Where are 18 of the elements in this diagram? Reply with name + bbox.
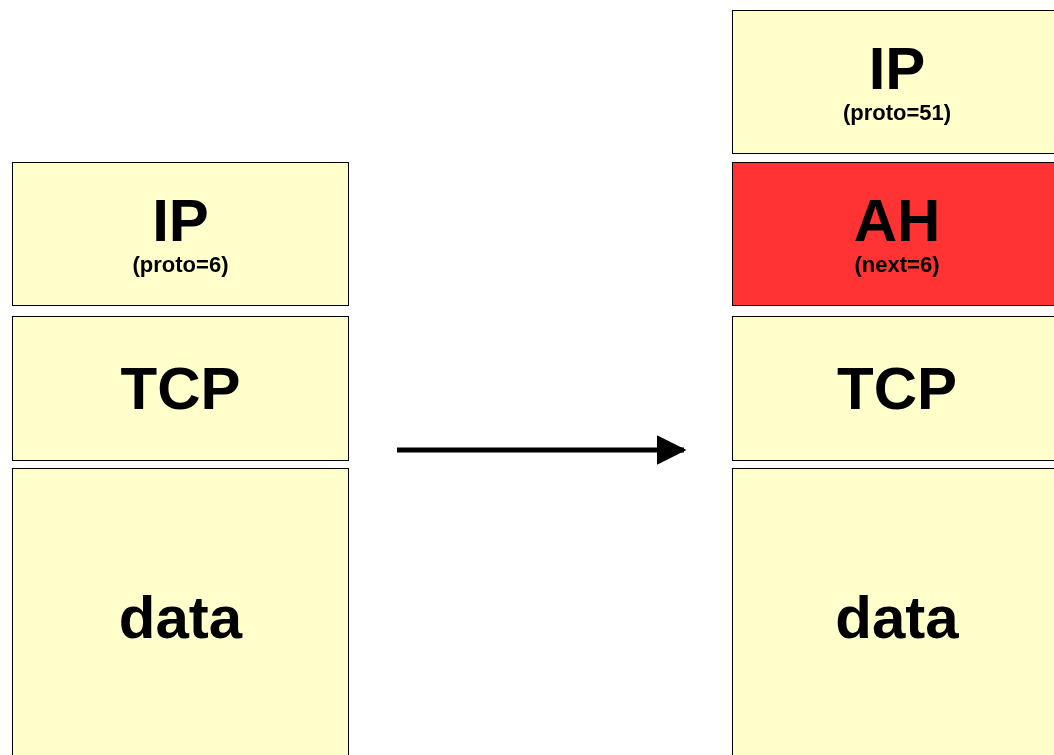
payload-box [732,468,1054,755]
layer-name: data [835,587,959,649]
field-value: (next=6) [854,252,940,278]
header-box [12,316,349,461]
header-box [732,162,1054,306]
header-box [732,316,1054,461]
field-value: (proto=51) [842,100,952,126]
field-value: (proto=6) [132,252,229,278]
header-box [12,162,349,306]
layer-name: AH [853,190,941,252]
layer-name: data [118,587,243,649]
payload-box [12,468,349,755]
layer-name: TCP [120,357,241,420]
layer-name: IP [868,38,926,100]
header-box [732,10,1054,154]
layer-name: IP [152,190,209,252]
arrow [397,435,687,465]
layer-name: TCP [837,357,957,420]
